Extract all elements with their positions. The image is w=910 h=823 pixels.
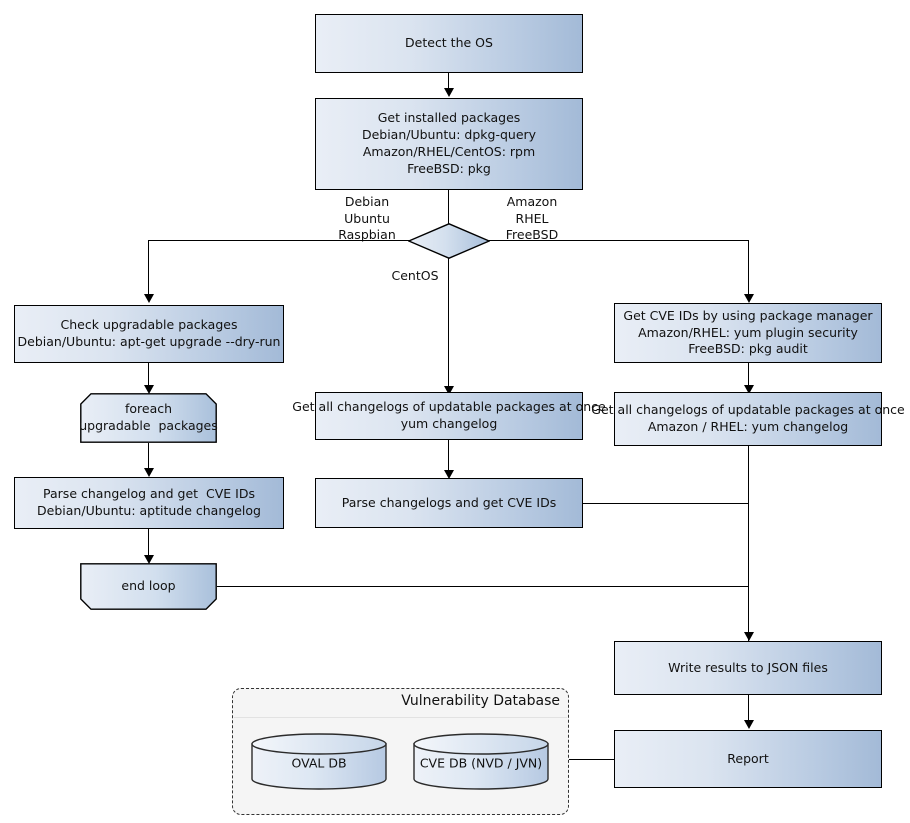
node-foreach-upgradable-packages[interactable]: foreach upgradable packages — [79, 393, 218, 443]
arrowhead-detect-to-installed — [443, 88, 454, 97]
arrowhead-decision-left — [143, 294, 154, 303]
node-write-results-label: Write results to JSON files — [668, 659, 828, 675]
connector-detect-to-installed — [448, 73, 450, 90]
arrowhead-decision-down — [443, 386, 454, 395]
connector-changelogs-center-to-parse — [448, 440, 450, 472]
arrowhead-parse-left-to-endloop — [143, 555, 154, 564]
connector-parse-center-to-spine — [583, 503, 749, 505]
arrowhead-check-to-foreach — [143, 385, 154, 394]
node-get-cve-ids-line2: Amazon/RHEL: yum plugin security — [638, 324, 858, 340]
arrowhead-spine-to-write-results — [743, 632, 754, 641]
arrowhead-cveids-to-changelogs-right — [743, 385, 754, 394]
os-family-decision[interactable] — [408, 223, 490, 259]
group-header-rule — [234, 717, 567, 718]
node-get-installed-packages[interactable]: Get installed packages Debian/Ubuntu: dp… — [315, 98, 583, 190]
node-report-label: Report — [727, 750, 769, 766]
connector-check-to-foreach — [148, 363, 150, 387]
node-parse-changelogs-center-label: Parse changelogs and get CVE IDs — [341, 494, 557, 510]
node-get-cve-ids-line1: Get CVE IDs by using package manager — [623, 307, 873, 323]
cylinder-oval-db[interactable]: OVAL DB — [251, 733, 387, 790]
node-changelogs-center[interactable]: Get all changelogs of updatable packages… — [292, 392, 606, 440]
node-foreach-line1: foreach — [124, 401, 173, 417]
node-check-upgradable-packages[interactable]: Check upgradable packages Debian/Ubuntu:… — [14, 305, 284, 363]
connector-parse-left-to-endloop — [148, 529, 150, 557]
node-parse-changelog-left[interactable]: Parse changelog and get CVE IDs Debian/U… — [14, 477, 284, 529]
node-changelogs-center-line2: yum changelog — [400, 416, 498, 431]
connector-installed-to-decision — [448, 190, 450, 225]
node-changelogs-right-line2: Amazon / RHEL: yum changelog — [647, 419, 849, 434]
branch-label-right: Amazon RHEL FreeBSD — [505, 194, 559, 242]
node-get-installed-line1: Get installed packages — [377, 110, 521, 126]
connector-vulndb-to-report — [569, 759, 614, 761]
connector-right-spine — [748, 446, 750, 642]
node-parse-changelog-left-line1: Parse changelog and get CVE IDs — [43, 486, 255, 502]
node-parse-changelog-left-line2: Debian/Ubuntu: aptitude changelog — [37, 503, 261, 518]
node-get-installed-line3: Amazon/RHEL/CentOS: rpm — [362, 144, 536, 159]
node-changelogs-right-line1: Get all changelogs of updatable packages… — [591, 402, 905, 418]
connector-decision-left-vertical — [148, 240, 150, 296]
connector-endloop-to-spine — [217, 586, 749, 588]
node-end-loop[interactable]: end loop — [80, 563, 217, 610]
node-changelogs-center-line1: Get all changelogs of updatable packages… — [292, 399, 606, 415]
node-write-results[interactable]: Write results to JSON files — [614, 641, 882, 695]
node-parse-changelogs-center[interactable]: Parse changelogs and get CVE IDs — [315, 478, 583, 528]
node-check-upgradable-line1: Check upgradable packages — [60, 317, 238, 333]
node-foreach-line2: upgradable packages — [79, 418, 218, 433]
connector-write-to-report — [748, 695, 750, 722]
node-get-cve-ids-right[interactable]: Get CVE IDs by using package manager Ama… — [614, 303, 882, 363]
arrowhead-write-to-report — [743, 720, 754, 729]
node-end-loop-label: end loop — [121, 578, 176, 594]
branch-label-left: Debian Ubuntu Raspbian — [338, 194, 396, 242]
node-report[interactable]: Report — [614, 730, 882, 788]
connector-decision-left-horizontal — [148, 240, 410, 242]
connector-foreach-to-parse-left — [148, 443, 150, 470]
arrowhead-changelogs-center-to-parse — [443, 470, 454, 479]
node-check-upgradable-line2: Debian/Ubuntu: apt-get upgrade --dry-run — [17, 334, 281, 349]
node-detect-os[interactable]: Detect the OS — [315, 14, 583, 73]
cylinder-oval-db-label: OVAL DB — [291, 754, 347, 770]
connector-decision-down-vertical — [448, 258, 450, 388]
connector-decision-right-horizontal — [489, 240, 749, 242]
arrowhead-foreach-to-parse-left — [143, 468, 154, 477]
connector-cveids-to-changelogs-right — [748, 363, 750, 387]
vulnerability-database-title: Vulnerability Database — [401, 693, 560, 709]
node-get-installed-line2: Debian/Ubuntu: dpkg-query — [361, 127, 537, 143]
arrowhead-decision-right — [743, 294, 754, 303]
branch-label-down: CentOS — [391, 268, 439, 283]
cylinder-cve-db-label: CVE DB (NVD / JVN) — [419, 754, 543, 770]
node-get-cve-ids-line3: FreeBSD: pkg audit — [688, 341, 808, 357]
node-changelogs-right[interactable]: Get all changelogs of updatable packages… — [591, 392, 905, 446]
cylinder-cve-db[interactable]: CVE DB (NVD / JVN) — [413, 733, 549, 790]
connector-decision-right-vertical — [748, 240, 750, 296]
node-get-installed-line4: FreeBSD: pkg — [407, 160, 491, 176]
node-detect-os-label: Detect the OS — [405, 35, 493, 51]
